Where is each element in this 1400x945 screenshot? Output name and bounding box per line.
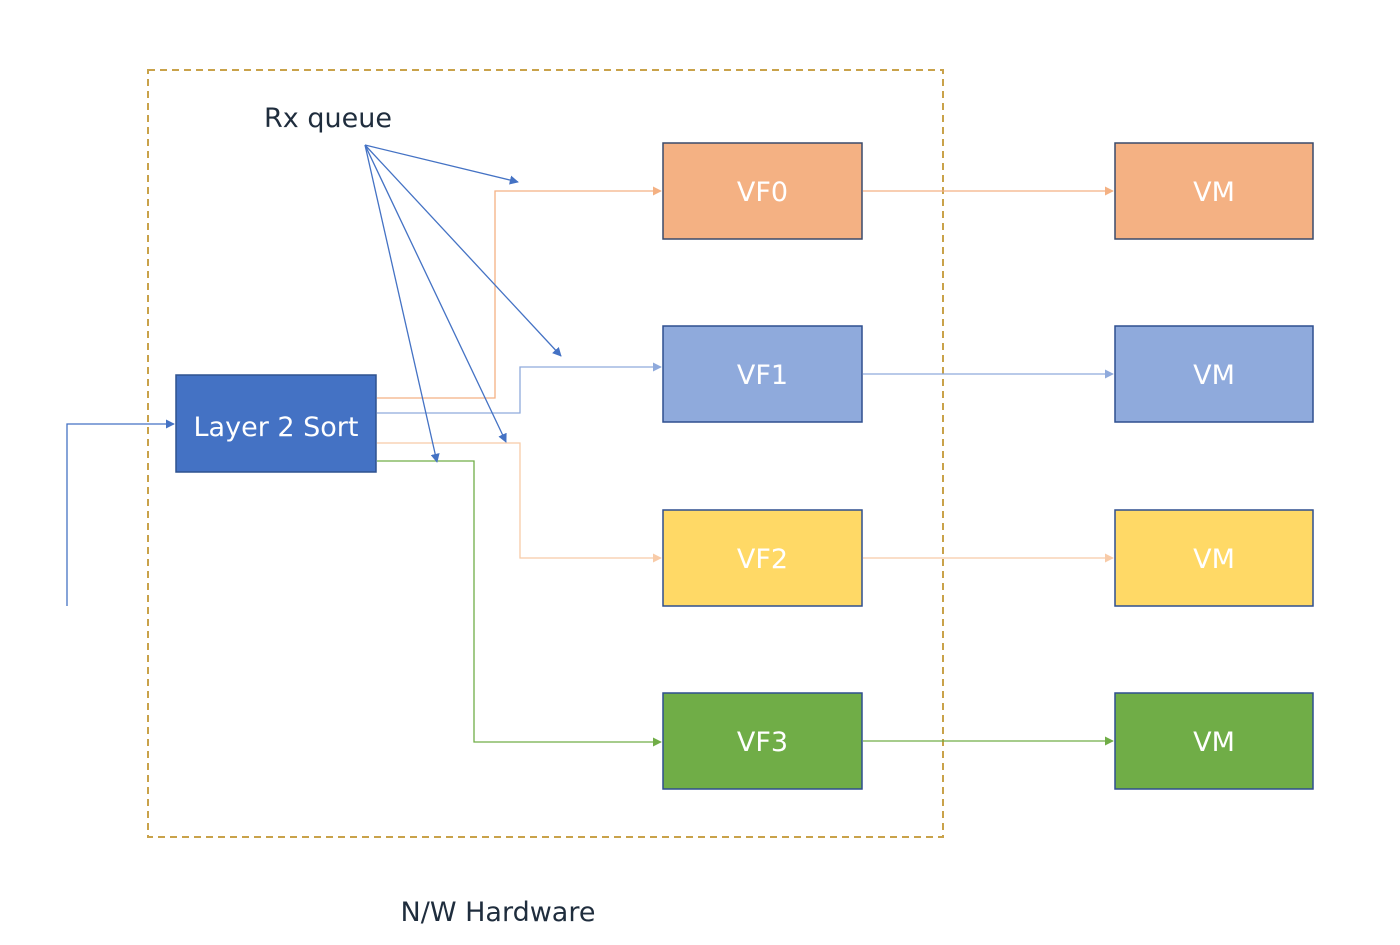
route-vf1 [377, 362, 662, 414]
vm1-label: VM [1193, 360, 1235, 391]
vf0-label: VF0 [737, 177, 788, 208]
layer2-sort-label: Layer 2 Sort [194, 412, 359, 443]
route-vf3 [377, 460, 662, 747]
layer2-sort-node: Layer 2 Sort [175, 374, 377, 473]
rx-queue-pointers [364, 144, 562, 463]
vf0-node: VF0 [662, 142, 863, 240]
vf3-label: VF3 [737, 727, 788, 758]
rx-queue-label: Rx queue [264, 103, 392, 134]
vf2-label: VF2 [737, 544, 788, 575]
vf2-node: VF2 [662, 509, 863, 607]
vm3-node: VM [1114, 692, 1314, 790]
route-vf0 [377, 186, 662, 399]
hardware-boundary [147, 69, 944, 838]
incoming-link [66, 419, 175, 606]
vm2-node: VM [1114, 509, 1314, 607]
vm0-node: VM [1114, 142, 1314, 240]
hardware-label: N/W Hardware [401, 897, 596, 928]
vm0-label: VM [1193, 177, 1235, 208]
vf1-label: VF1 [737, 360, 788, 391]
vm3-label: VM [1193, 727, 1235, 758]
route-vf2 [377, 442, 662, 563]
vf3-node: VF3 [662, 692, 863, 790]
vm1-node: VM [1114, 325, 1314, 423]
vf1-node: VF1 [662, 325, 863, 423]
vm2-label: VM [1193, 544, 1235, 575]
